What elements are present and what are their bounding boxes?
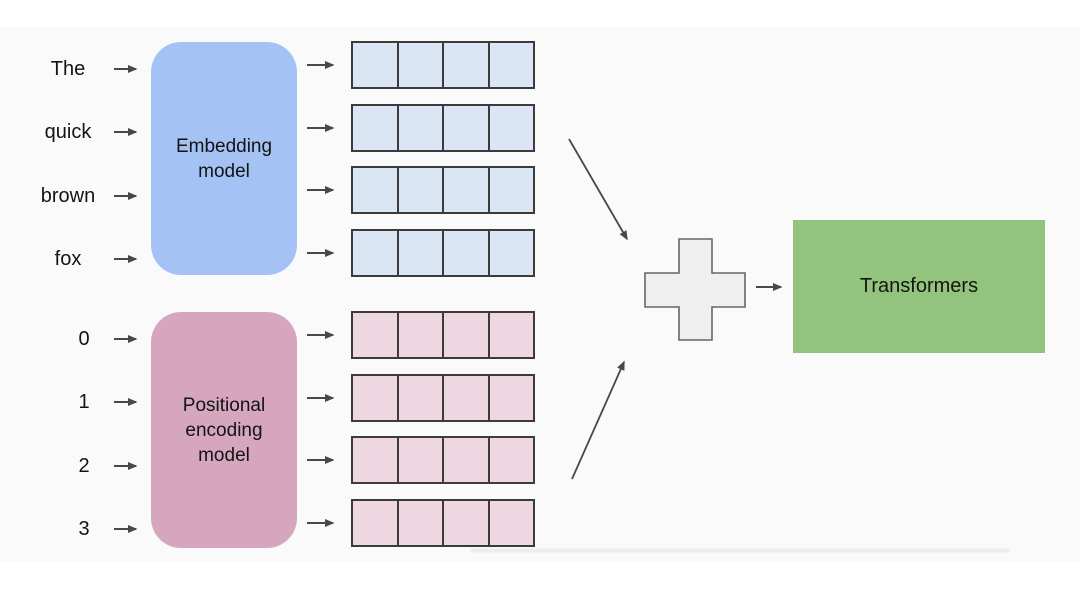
embedding-vector-row-3 [351,166,535,214]
embedding-vector-row-1 [351,41,535,89]
vector-cell [398,501,444,545]
embedding-vector-row-2 [351,104,535,152]
vector-cell [353,501,399,545]
vector-cell [489,501,533,545]
vector-cell [353,376,399,420]
vector-cell [489,313,533,357]
vector-cell [398,231,444,275]
vector-cell [398,168,444,212]
vector-cell [398,106,444,150]
vector-cell [489,231,533,275]
position-label-1: 1 [78,391,90,413]
vector-cell [444,168,490,212]
vector-cell [444,438,490,482]
vector-cell [489,106,533,150]
vector-cell [489,376,533,420]
vector-cell [444,43,490,87]
vector-cell [398,438,444,482]
positional-vector-row-4 [351,499,535,547]
vector-cell [444,231,490,275]
vector-cell [353,438,399,482]
vector-cell [489,168,533,212]
bottom-artifact-line [470,549,1010,552]
vector-cell [353,231,399,275]
vector-cell [353,43,399,87]
token-label-the: The [50,58,86,80]
embedding-model-box: Embedding model [151,42,297,275]
positional-vector-row-1 [351,311,535,359]
transformers-box: Transformers [793,220,1045,353]
vector-cell [444,106,490,150]
position-label-0: 0 [78,328,90,350]
position-label-2: 2 [78,455,90,477]
vector-cell [444,313,490,357]
token-label-quick: quick [44,121,92,143]
positional-vector-row-3 [351,436,535,484]
position-label-3: 3 [78,518,90,540]
positional-vector-row-2 [351,374,535,422]
vector-cell [398,376,444,420]
token-label-fox: fox [54,248,82,270]
vector-cell [353,313,399,357]
vector-cell [353,168,399,212]
vector-cell [489,438,533,482]
positional-encoding-model-box: Positional encoding model [151,312,297,548]
vector-cell [444,376,490,420]
embedding-vector-row-4 [351,229,535,277]
token-label-brown: brown [40,185,96,207]
vector-cell [444,501,490,545]
vector-cell [398,43,444,87]
vector-cell [353,106,399,150]
vector-cell [489,43,533,87]
vector-cell [398,313,444,357]
